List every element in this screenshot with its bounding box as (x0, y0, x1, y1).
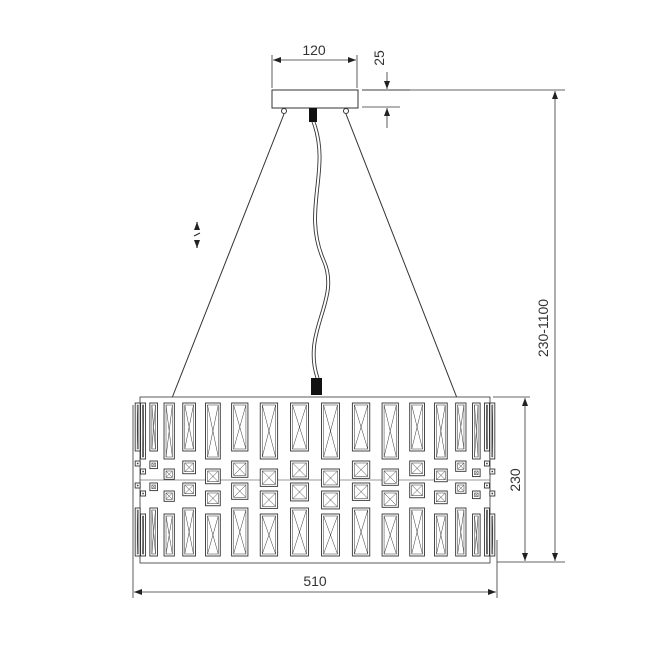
suspension-wires (171, 113, 458, 399)
crystal-column (489, 402, 496, 557)
crystal-column (321, 402, 340, 557)
crystal-column (290, 402, 309, 557)
crystal-column (163, 402, 175, 557)
canopy-width-label: 120 (302, 42, 326, 58)
crystal-column (434, 402, 448, 557)
crystal-column (381, 402, 399, 557)
crystal-column (182, 402, 196, 557)
crystal-column (231, 402, 249, 557)
crystal-column (140, 402, 147, 557)
power-cable (311, 121, 331, 379)
crystal-column (149, 402, 158, 557)
canopy (271, 89, 359, 122)
crystal-column (259, 402, 279, 557)
crystal-column (472, 402, 481, 557)
crystal-column (351, 402, 371, 557)
dimension-canopy-height: 25 (362, 50, 410, 128)
crystal-shade (134, 396, 496, 564)
crystal-column (134, 402, 141, 557)
total-height-label: 230-1100 (535, 299, 551, 357)
crystal-column (455, 402, 467, 557)
cable-connector (311, 378, 322, 395)
crystal-column (205, 402, 221, 557)
crystal-column (409, 402, 425, 557)
canopy-height-label: 25 (371, 50, 387, 66)
canopy-connector (309, 108, 317, 122)
shade-height-label: 230 (507, 468, 523, 492)
dimension-shade-height: 230 (493, 396, 565, 563)
dimension-canopy-width: 120 (271, 42, 358, 88)
crystal-column (483, 402, 490, 557)
shade-diameter-label: 510 (303, 573, 327, 589)
height-adjust-icon (193, 222, 201, 248)
dimension-total-height: 230-1100 (362, 89, 565, 561)
dimension-shade-diameter: 510 (132, 405, 498, 598)
